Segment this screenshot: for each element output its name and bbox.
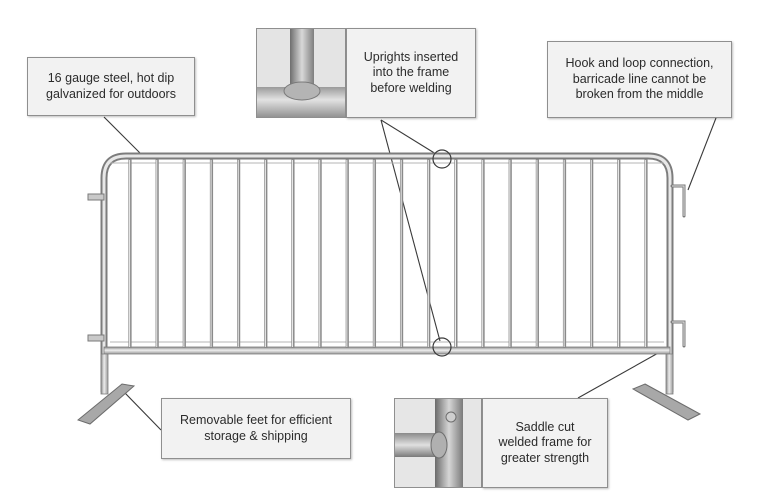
- callout-saddle: Saddle cut welded frame for greater stre…: [482, 398, 608, 488]
- callout-steel: 16 gauge steel, hot dip galvanized for o…: [27, 57, 195, 116]
- barricade-frame: [100, 152, 674, 392]
- right-foot: [631, 383, 702, 421]
- vertical-pickets: [128, 159, 648, 348]
- leader-line-feet: [124, 392, 162, 431]
- hook-bottom: [670, 320, 686, 348]
- callout-feet: Removable feet for efficient storage & s…: [161, 398, 351, 459]
- left-foot: [76, 383, 136, 425]
- leader-line-steel: [103, 116, 144, 157]
- loop-connector-bottom: [87, 334, 105, 342]
- hook-top: [670, 184, 686, 218]
- loop-connectors: [87, 193, 105, 342]
- saddle-weld-closeup-photo-icon: [395, 399, 481, 487]
- weld-marker-bottom: [432, 337, 452, 357]
- saddle-photo: [394, 398, 482, 488]
- leader-line-saddle: [577, 351, 661, 399]
- callout-hook: Hook and loop connection, barricade line…: [547, 41, 732, 118]
- callout-uprights: Uprights inserted into the frame before …: [346, 28, 476, 118]
- weld-closeup-photo-icon: [257, 29, 345, 117]
- legs: [100, 353, 674, 395]
- bottom-rail: [103, 346, 671, 355]
- leader-lines: [103, 116, 717, 431]
- leader-line-hook: [687, 117, 717, 191]
- weld-markers: [432, 149, 452, 357]
- top-rail: [100, 152, 674, 392]
- loop-connector-top: [87, 193, 105, 201]
- weld-marker-top: [432, 149, 452, 169]
- leader-line-uprights-top: [380, 119, 437, 155]
- removable-feet: [76, 383, 702, 425]
- uprights-photo: [256, 28, 346, 118]
